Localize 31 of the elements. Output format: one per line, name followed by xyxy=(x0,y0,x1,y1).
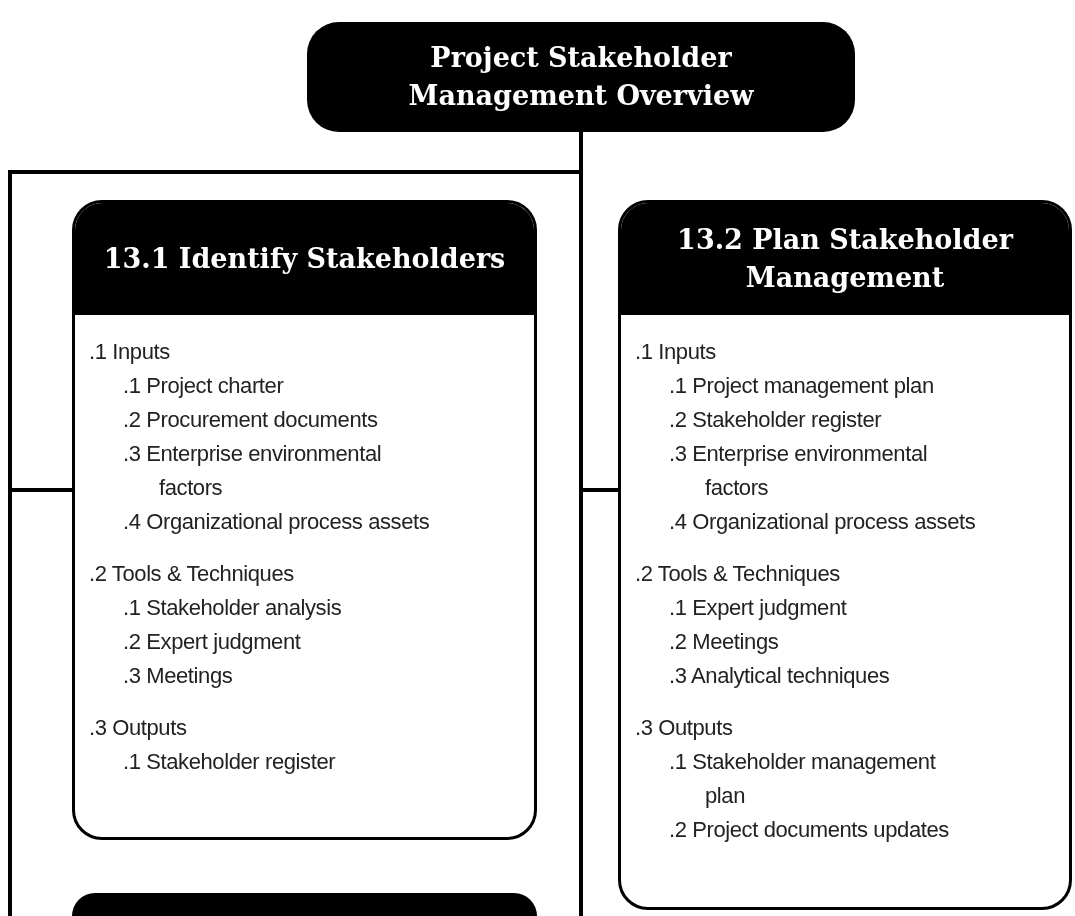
list-item: .1 Stakeholder analysis xyxy=(122,594,343,622)
list-item: .2 Procurement documents xyxy=(122,406,379,434)
connector-line xyxy=(579,132,618,492)
section-heading: .2 Tools & Techniques xyxy=(88,560,295,588)
list-item: .2 Stakeholder register xyxy=(668,406,883,434)
list-item: .3 Enterprise environmental factors xyxy=(668,440,929,502)
list-item: .2 Meetings xyxy=(668,628,780,656)
list-item: .2 Expert judgment xyxy=(122,628,302,656)
list-item: .1 Stakeholder register xyxy=(122,748,337,776)
section-heading: .2 Tools & Techniques xyxy=(634,560,841,588)
list-item: .3 Enterprise environmental factors xyxy=(122,440,383,502)
list-item: .1 Stakeholder management plan xyxy=(668,748,937,810)
list-item: .2 Project documents updates xyxy=(668,816,950,844)
list-item: .3 Meetings xyxy=(122,662,234,690)
list-item: .4 Organizational process assets xyxy=(668,508,977,536)
process-box xyxy=(618,200,1072,910)
list-item: .1 Project management plan xyxy=(668,372,935,400)
section-heading: .1 Inputs xyxy=(88,338,171,366)
list-item: .1 Expert judgment xyxy=(668,594,848,622)
process-box xyxy=(72,893,537,916)
list-item: .1 Project charter xyxy=(122,372,285,400)
list-item: .3 Analytical techniques xyxy=(668,662,891,690)
section-heading: .1 Inputs xyxy=(634,338,717,366)
process-box xyxy=(72,200,537,840)
list-item: .4 Organizational process assets xyxy=(122,508,431,536)
section-heading: .3 Outputs xyxy=(634,714,734,742)
title-text: Project Stakeholder Management Overview xyxy=(407,41,755,113)
process-heading: 13.2 Plan Stakeholder Management xyxy=(676,223,1015,295)
section-heading: .3 Outputs xyxy=(88,714,188,742)
process-heading: 13.1 Identify Stakeholders xyxy=(103,242,506,276)
title-box xyxy=(307,22,855,132)
